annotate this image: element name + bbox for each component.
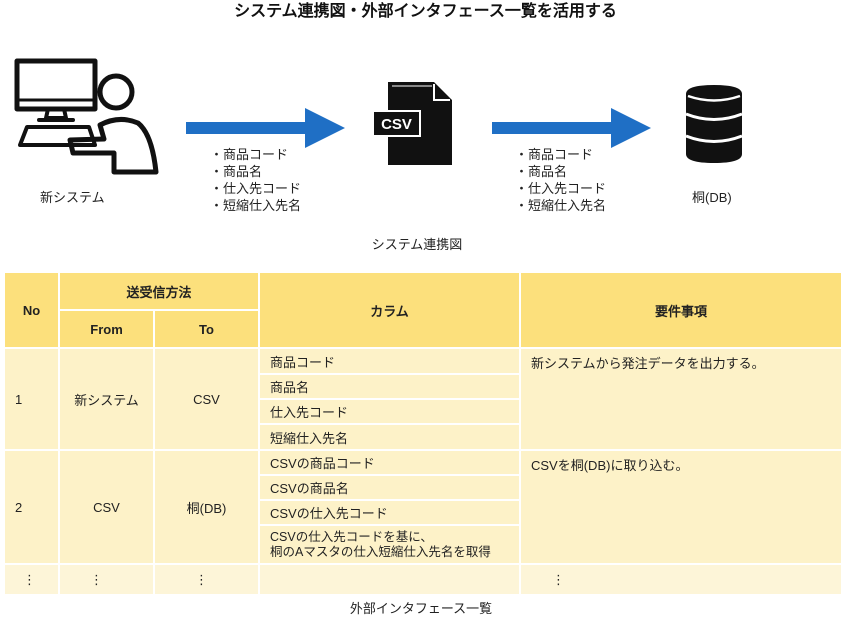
page-title: システム連携図・外部インタフェース一覧を活用する	[234, 3, 617, 20]
interface-table: No 送受信方法 From To カラム 要件事項 1 新システム CSV 商品…	[5, 273, 841, 594]
row-column-item-empty	[260, 565, 519, 594]
row-to: ⋮	[155, 565, 258, 594]
row-column-item: CSVの商品コード	[260, 451, 519, 474]
row-column-item: 仕入先コード	[260, 400, 519, 423]
header-method: 送受信方法	[60, 273, 258, 309]
flow2-item: ・商品名	[515, 164, 568, 179]
row-from: 新システム	[60, 349, 153, 449]
row-column-item: CSVの仕入先コード	[260, 501, 519, 524]
flow2-item: ・仕入先コード	[515, 181, 607, 196]
header-columns: カラム	[260, 273, 519, 347]
flow1-item: ・商品コード	[210, 147, 289, 162]
row-from: ⋮	[60, 565, 153, 594]
row-column-item: 短縮仕入先名	[260, 425, 519, 449]
row-no: 2	[5, 451, 58, 563]
row-column-item: 商品コード	[260, 349, 519, 373]
row-no: ⋮	[5, 565, 58, 594]
flow1-item: ・商品名	[210, 164, 263, 179]
flow2-item: ・短縮仕入先名	[515, 198, 607, 213]
header-requirements: 要件事項	[521, 273, 841, 347]
row-column-item: 商品名	[260, 375, 519, 398]
row-to: CSV	[155, 349, 258, 449]
header-to: To	[155, 311, 258, 347]
flow1-item: ・仕入先コード	[210, 181, 302, 196]
header-no: No	[5, 273, 58, 347]
right-arrow-icon	[186, 108, 345, 148]
flow1-item-list: ・商品コード ・商品名 ・仕入先コード ・短縮仕入先名	[210, 146, 301, 214]
csv-file-label: CSV	[381, 116, 412, 133]
flow2-item-list: ・商品コード ・商品名 ・仕入先コード ・短縮仕入先名	[515, 146, 606, 214]
database-icon	[685, 85, 743, 163]
right-arrow-icon	[492, 108, 651, 148]
table-caption: 外部インタフェース一覧	[349, 601, 493, 616]
row-requirement: ⋮	[521, 565, 841, 594]
row-to: 桐(DB)	[155, 451, 258, 563]
diagram-caption: システム連携図	[371, 237, 463, 252]
source-system-label: 新システム	[40, 190, 105, 205]
flow1-item: ・短縮仕入先名	[210, 198, 302, 213]
row-requirement: CSVを桐(DB)に取り込む。	[521, 451, 841, 563]
row-column-item: CSVの商品名	[260, 476, 519, 499]
target-db-label: 桐(DB)	[692, 190, 732, 205]
flow2-item: ・商品コード	[515, 147, 594, 162]
csv-file-icon: CSV	[372, 82, 452, 165]
row-from: CSV	[60, 451, 153, 563]
row-no: 1	[5, 349, 58, 449]
row-requirement: 新システムから発注データを出力する。	[521, 349, 841, 449]
header-from: From	[60, 311, 153, 347]
person-at-computer-icon	[14, 58, 159, 175]
row-column-item: CSVの仕入先コードを基に、 桐のAマスタの仕入短縮仕入先名を取得	[260, 526, 519, 563]
